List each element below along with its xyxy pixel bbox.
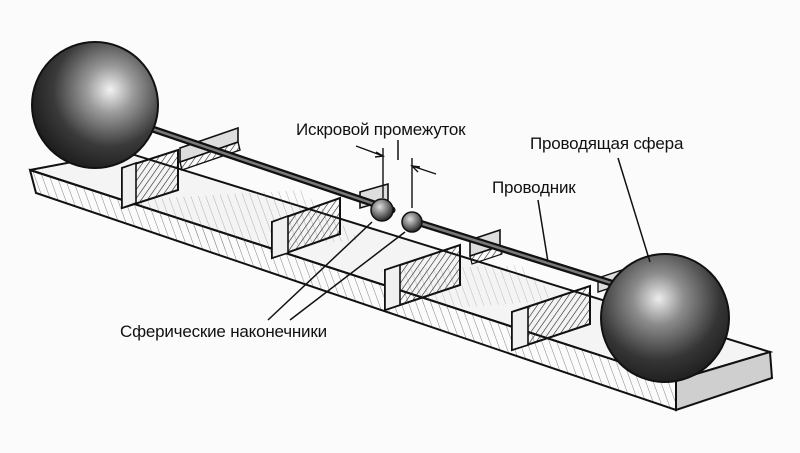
conducting-sphere-right <box>600 253 730 383</box>
front-support-right-b <box>511 284 591 352</box>
conductor-rod <box>116 114 644 296</box>
leader-lines <box>267 140 651 321</box>
label-spark-gap: Искровой промежуток <box>296 120 466 139</box>
spherical-tip-right <box>401 211 423 233</box>
front-support-right-a <box>384 243 461 312</box>
front-support-left-b <box>271 196 341 260</box>
conducting-sphere-left <box>31 41 159 169</box>
label-conducting-sphere: Проводящая сфера <box>530 134 684 153</box>
spark-gap-dimension <box>355 145 437 208</box>
spherical-tip-left <box>370 198 394 222</box>
label-conductor: Проводник <box>492 178 576 197</box>
front-support-left-a <box>121 148 179 210</box>
label-spherical-tips: Сферические наконечники <box>120 322 327 341</box>
